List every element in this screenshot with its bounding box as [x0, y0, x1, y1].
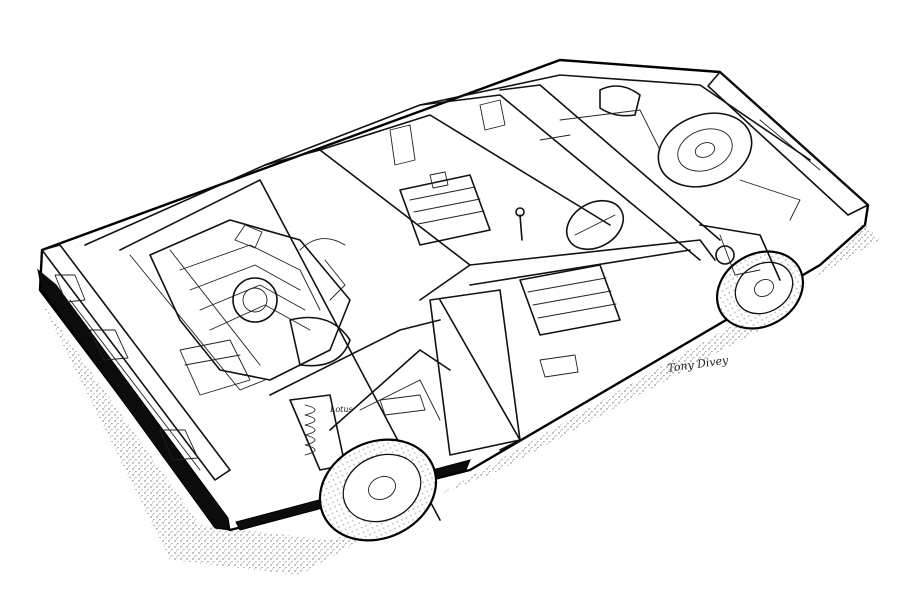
- engine-icon: [149, 219, 351, 396]
- suspension-badge-mark: Lotus: [329, 405, 353, 414]
- steering-wheel-icon: [515, 199, 625, 251]
- spare-tire-icon: [599, 85, 801, 221]
- roof-structure: [84, 74, 811, 521]
- front-suspension-icon: [699, 224, 781, 281]
- artist-signature: Tony Divey: [667, 353, 730, 374]
- seats-icon: [399, 174, 621, 336]
- rear-wheel-icon: [318, 438, 438, 542]
- door-detail: [379, 99, 661, 456]
- front-wheel-icon: [715, 250, 805, 330]
